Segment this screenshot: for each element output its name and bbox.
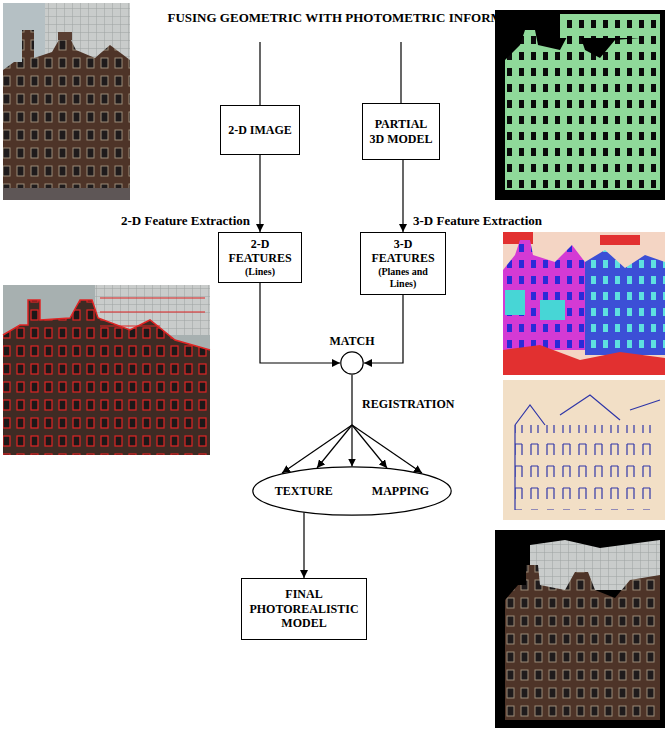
ellipse-label: TEXTURE MAPPING: [275, 484, 429, 498]
box-sublabel: (Planes and Lines): [367, 266, 439, 290]
line-features-photo: [3, 285, 210, 455]
line-drawing: [503, 380, 665, 520]
box-label: 2-D IMAGE: [228, 123, 292, 137]
box-sublabel: (Lines): [245, 266, 275, 278]
edge-label: 3-D Feature Extraction: [411, 213, 544, 229]
flow-arrow: [303, 512, 304, 578]
circle-label: MATCH: [329, 334, 374, 348]
partial-model-render: [495, 10, 665, 200]
flow-arrow: [364, 295, 403, 363]
final-model-render: [495, 530, 665, 728]
process-ellipse: TEXTURE MAPPING: [252, 466, 452, 516]
edge-label: REGISTRATION: [360, 397, 456, 411]
building-photo: [3, 3, 130, 200]
box-label: 2-D FEATURES: [225, 237, 295, 266]
diagram-title: FUSING GEOMETRIC WITH PHOTOMETRIC INFORM…: [167, 10, 544, 26]
circle-outline: [340, 351, 364, 375]
flow-arrow: [351, 375, 352, 467]
flow-arrow: [259, 155, 260, 232]
plane-segmentation: [503, 232, 665, 375]
box-label: PARTIAL 3D MODEL: [369, 117, 433, 146]
process-box: 2-D FEATURES(Lines): [218, 232, 302, 283]
edge-label: 2-D Feature Extraction: [119, 213, 252, 229]
flow-arrow: [402, 160, 403, 232]
process-box: FINAL PHOTOREALISTIC MODEL: [241, 578, 367, 640]
process-box: 3-D FEATURES(Planes and Lines): [360, 232, 446, 295]
box-label: FINAL PHOTOREALISTIC MODEL: [248, 587, 360, 630]
process-box: PARTIAL 3D MODEL: [362, 103, 440, 160]
match-circle: MATCH: [340, 351, 364, 375]
box-label: 3-D FEATURES: [367, 237, 439, 266]
flow-arrow: [260, 283, 340, 363]
process-box: 2-D IMAGE: [220, 105, 300, 155]
